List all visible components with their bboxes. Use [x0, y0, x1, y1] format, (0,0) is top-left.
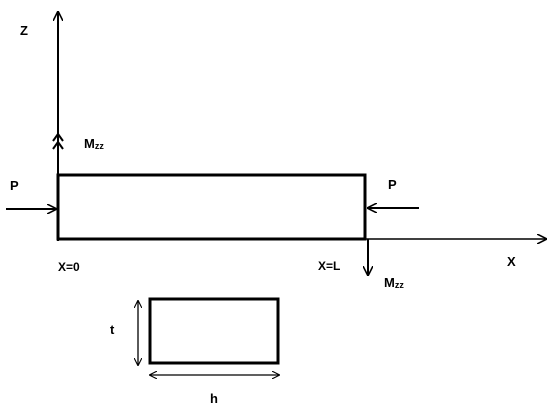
- z-axis-label: Z: [20, 23, 28, 38]
- left-moment-head-1: [52, 132, 64, 142]
- start-position-label: X=0: [58, 260, 80, 274]
- thickness-label: t: [110, 322, 115, 337]
- left-moment-head-2: [52, 140, 64, 150]
- width-label: h: [210, 391, 218, 406]
- left-force-label: P: [10, 178, 19, 193]
- left-moment-label: Mzz: [84, 136, 104, 151]
- beam: [56, 173, 367, 241]
- cross-section: [148, 297, 280, 365]
- end-position-label: X=L: [318, 259, 340, 273]
- right-moment-label: Mzz: [384, 275, 404, 290]
- x-axis-label: X: [507, 254, 516, 269]
- right-force-label: P: [388, 177, 397, 192]
